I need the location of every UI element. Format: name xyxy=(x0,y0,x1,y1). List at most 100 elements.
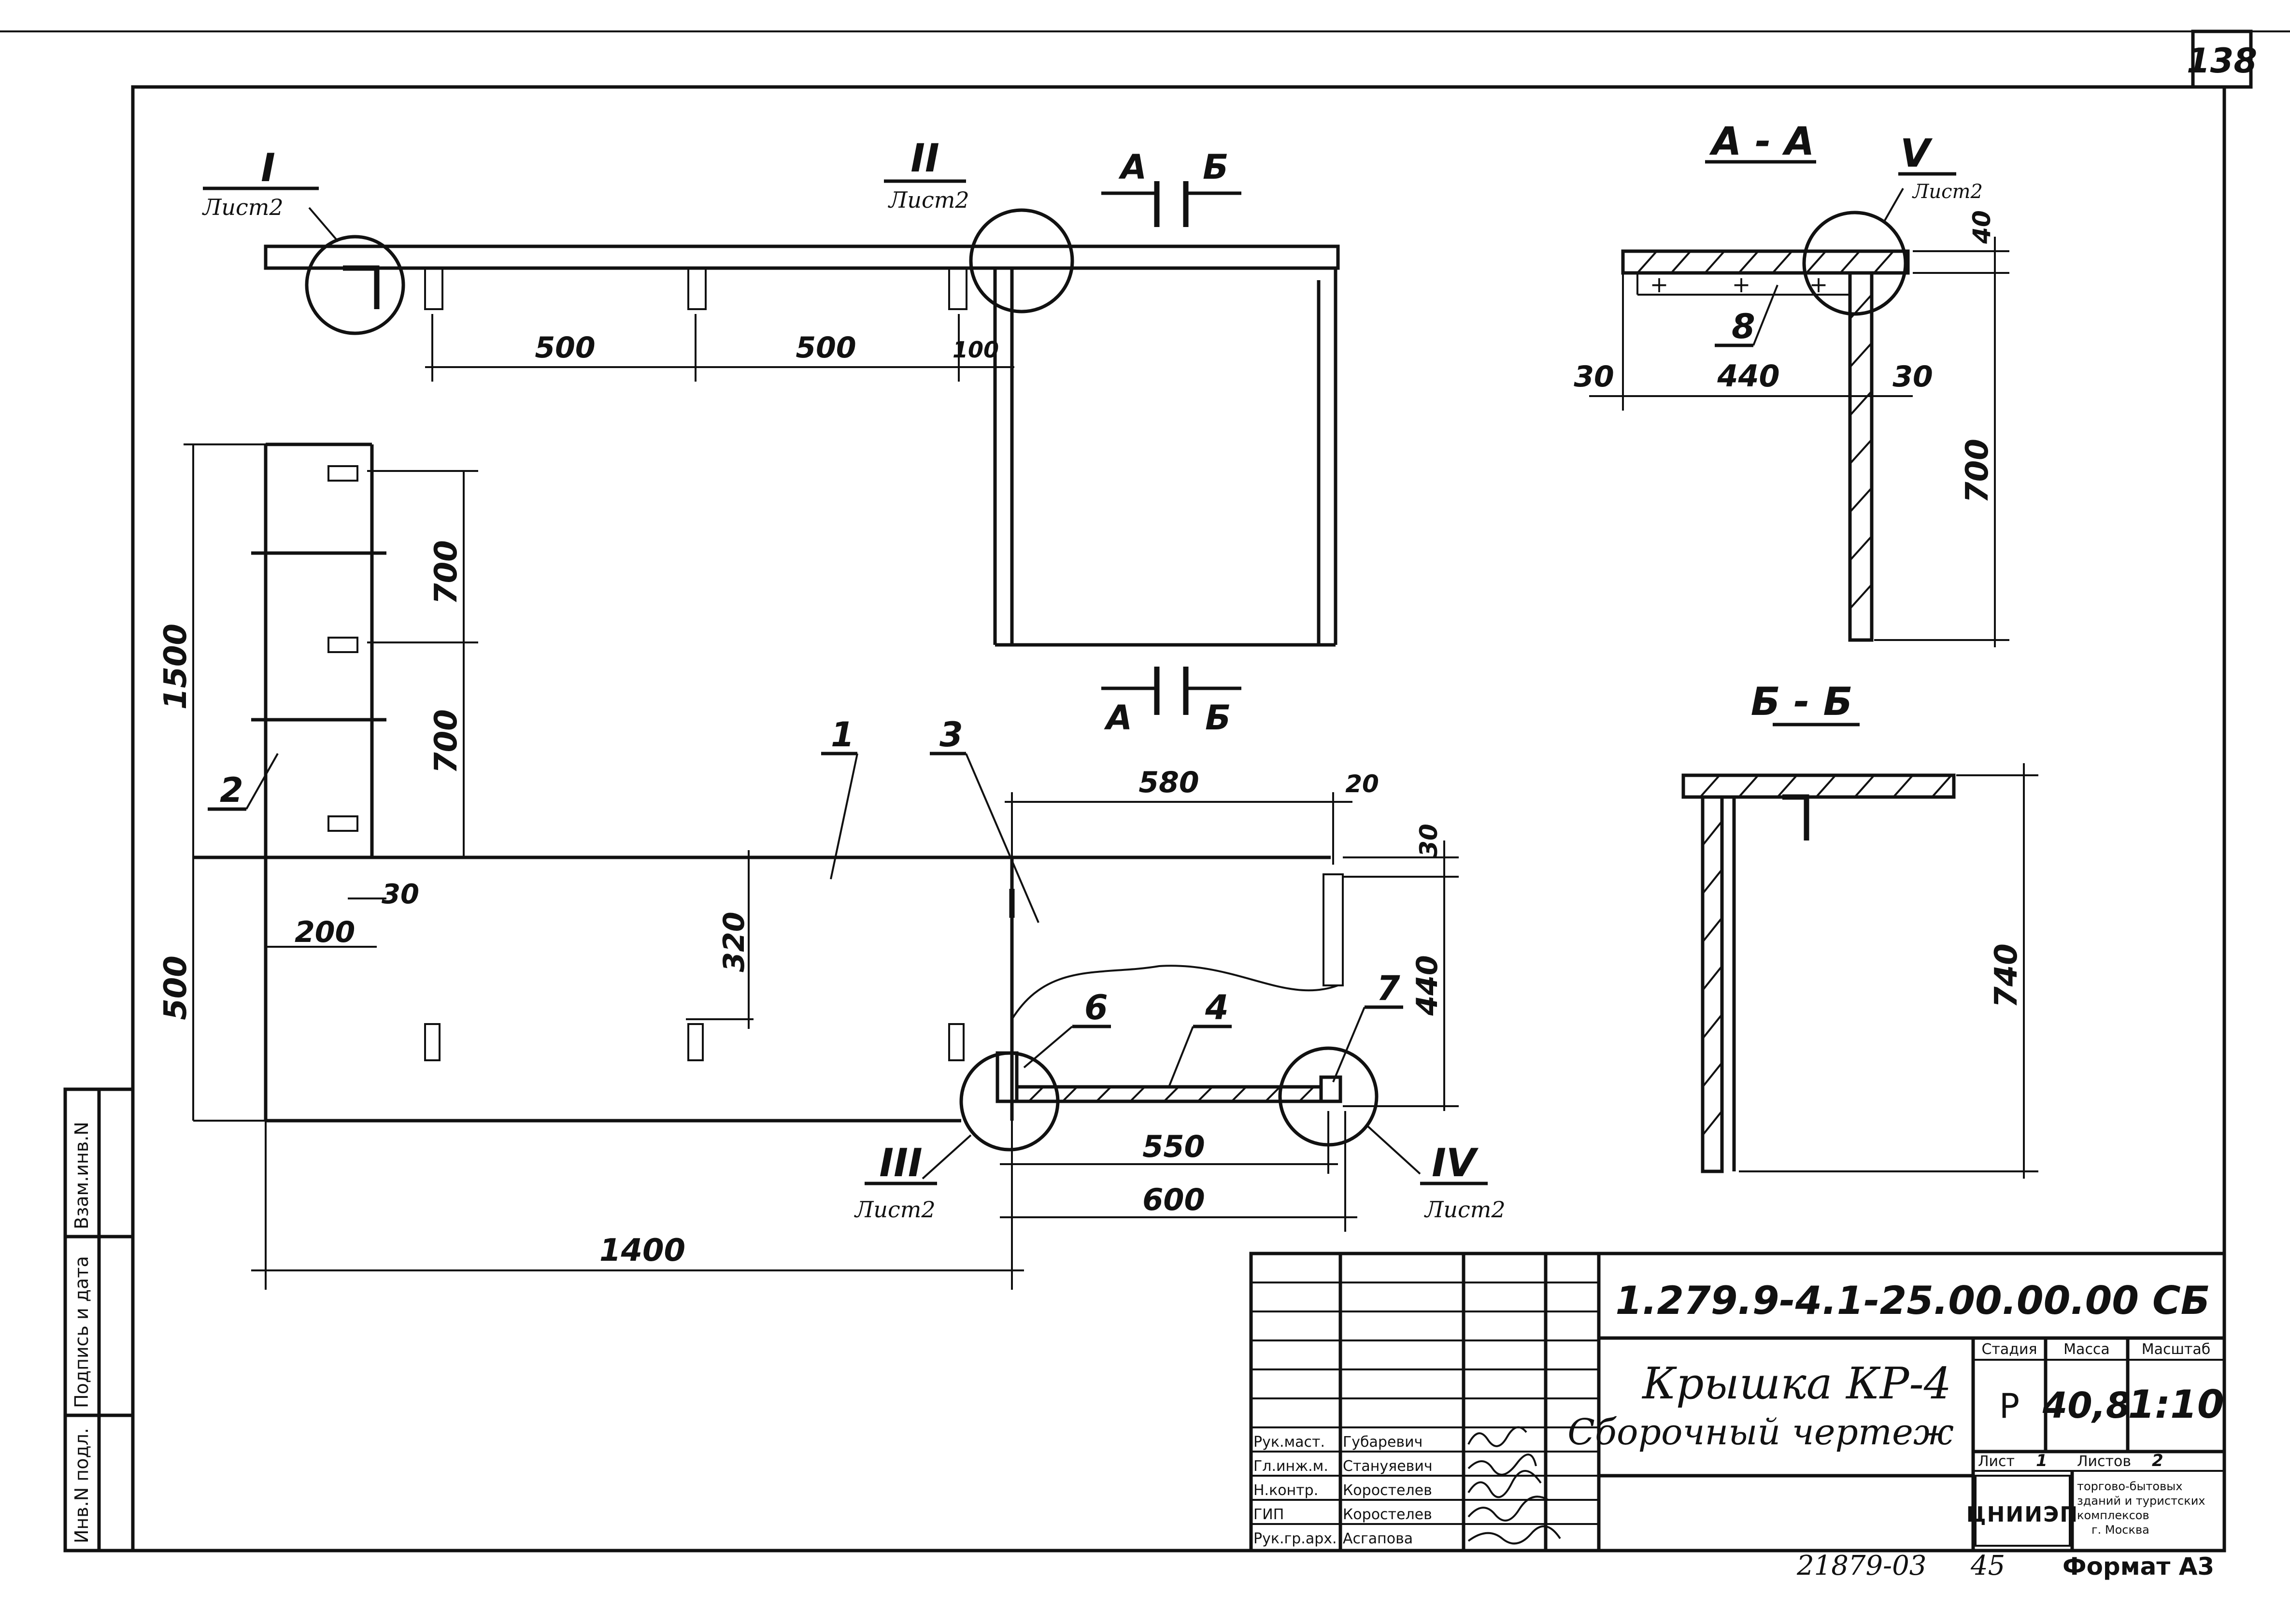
dim-580: 580 xyxy=(1138,766,1199,799)
callout-circle-3 xyxy=(959,1051,1060,1152)
dim-700-a: 700 xyxy=(428,540,464,605)
svg-text:+: + xyxy=(1732,271,1751,298)
dim-1500: 1500 xyxy=(158,624,194,710)
staff-role-3: Н.контр. xyxy=(1253,1482,1318,1499)
signatures xyxy=(1467,1426,1561,1545)
doc-code: 1.279.9-4.1-25.00.00.00 СБ xyxy=(1615,1278,2210,1323)
dim-200: 200 xyxy=(295,915,355,949)
staff-role-2: Гл.инж.м. xyxy=(1253,1458,1328,1475)
mass-value: 40,8 xyxy=(2042,1385,2131,1426)
dim-1400: 1400 xyxy=(599,1233,685,1268)
front-view: 200 30 320 1400 1 3 xyxy=(193,715,1344,1290)
sheets-label: Листов xyxy=(2077,1453,2131,1470)
archive-number: 21879-03 xyxy=(1796,1550,1926,1581)
pos-7: 7 xyxy=(1377,969,1400,1008)
callout-1-sheet: Лист2 xyxy=(202,194,284,220)
dim-aa-30-left: 30 xyxy=(1574,360,1614,394)
dim-aa-440: 440 xyxy=(1717,358,1779,394)
pos-8: 8 xyxy=(1732,307,1755,346)
dim-30-right: 30 xyxy=(1415,824,1443,857)
svg-text:+: + xyxy=(1650,271,1669,298)
org-logo-box xyxy=(1975,1475,2071,1547)
dim-aa-30-right: 30 xyxy=(1892,360,1933,394)
staff-role-5: Рук.гр.арх. xyxy=(1253,1530,1337,1547)
title-line-2: Сборочный чертеж xyxy=(1567,1411,1954,1453)
callout-1-id: I xyxy=(261,145,275,190)
dim-500-a: 500 xyxy=(535,331,595,365)
side-stamp-inv: Инв.N подл. xyxy=(71,1428,92,1543)
dim-aa-40: 40 xyxy=(1968,210,1996,244)
callout-4-id: IV xyxy=(1432,1140,1479,1185)
staff-name-3: Коростелев xyxy=(1343,1482,1432,1499)
staff-role-1: Рук.маст. xyxy=(1253,1434,1325,1451)
dim-500-b: 500 xyxy=(796,331,856,365)
pos-1: 1 xyxy=(831,715,854,755)
dim-20: 20 xyxy=(1345,770,1379,798)
pos-2: 2 xyxy=(220,770,243,810)
callout-2-id: II xyxy=(910,136,939,181)
sheets-value: 2 xyxy=(2152,1451,2163,1470)
stage-header: Стадия xyxy=(1981,1341,2037,1358)
scale-value: 1:10 xyxy=(2128,1382,2224,1427)
section-bb-view: Б - Б 740 xyxy=(1681,679,2038,1179)
svg-text:+: + xyxy=(1809,271,1828,298)
dim-bb-740: 740 xyxy=(1989,943,2024,1008)
section-aa-title: А - А xyxy=(1709,119,1815,164)
dim-550: 550 xyxy=(1142,1129,1205,1164)
org-line-2: зданий и туристских xyxy=(2077,1494,2205,1508)
side-stamp-replace: Взам.инв.N xyxy=(71,1122,92,1229)
section-cut-markers: А Б А Б xyxy=(1101,147,1241,738)
pos-6: 6 xyxy=(1084,988,1108,1027)
side-stamp-sign: Подпись и дата xyxy=(71,1256,92,1408)
callout-5-id: V xyxy=(1900,131,1933,176)
staff-name-4: Коростелев xyxy=(1343,1506,1432,1523)
staff-role-4: ГИП xyxy=(1253,1506,1284,1523)
callout-4-sheet: Лист2 xyxy=(1424,1197,1506,1223)
dim-aa-700: 700 xyxy=(1960,439,1995,503)
bottom-section-detail: 580 20 30 440 550 600 6 4 7 III Лист2 IV… xyxy=(854,766,1506,1232)
callout-3-sheet: Лист2 xyxy=(854,1197,936,1223)
side-strip-view: 1500 500 700 700 2 xyxy=(158,442,478,1121)
callout-circle-2 xyxy=(969,208,1074,313)
title-line-1: Крышка КР-4 xyxy=(1641,1358,1951,1409)
org-line-3: комплексов xyxy=(2077,1509,2149,1522)
drawing-frame xyxy=(131,85,2226,1553)
scale-header: Масштаб xyxy=(2142,1341,2211,1358)
cut-b-bottom: Б xyxy=(1205,698,1231,738)
staff-name-2: Стануяевич xyxy=(1343,1458,1433,1475)
top-view: 500 500 100 xyxy=(264,208,1340,647)
stage-value: Р xyxy=(1999,1386,2020,1426)
callout-2-sheet: Лист2 xyxy=(888,187,969,213)
section-aa-view: А - А + + + V Лист2 40 700 xyxy=(1574,119,2009,647)
mass-header: Масса xyxy=(2063,1341,2110,1358)
org-logo: ЦНИИЭП xyxy=(1966,1502,2078,1527)
callout-3-id: III xyxy=(879,1140,922,1185)
cut-a-bottom: А xyxy=(1104,698,1132,738)
org-line-1: торгово-бытовых xyxy=(2077,1480,2182,1493)
format-label: Формат А3 xyxy=(2062,1553,2214,1581)
title-block: 1.279.9-4.1-25.00.00.00 СБ Крышка КР-4 С… xyxy=(1249,1252,2226,1553)
dim-700-b: 700 xyxy=(428,709,464,774)
dim-320: 320 xyxy=(717,912,751,972)
cut-b-top: Б xyxy=(1203,147,1228,187)
dim-600: 600 xyxy=(1142,1182,1205,1217)
sheet-value: 1 xyxy=(2036,1451,2048,1470)
section-bb-title: Б - Б xyxy=(1751,679,1853,724)
pos-4: 4 xyxy=(1205,988,1229,1027)
copy-number: 45 xyxy=(1970,1550,2005,1581)
staff-name-5: Асгапова xyxy=(1343,1530,1413,1547)
org-line-4: г. Москва xyxy=(2091,1523,2149,1537)
dim-100: 100 xyxy=(953,337,999,363)
callout-circle-5 xyxy=(1802,211,1907,316)
dim-440-right: 440 xyxy=(1410,955,1444,1016)
dim-500-left: 500 xyxy=(158,955,194,1020)
page-number: 138 xyxy=(2187,41,2257,81)
pos-3: 3 xyxy=(939,715,963,755)
cut-a-top: А xyxy=(1118,147,1147,187)
page-number-box xyxy=(2191,29,2253,89)
side-stamp: Инв.N подл. Подпись и дата Взам.инв.N xyxy=(63,1087,135,1553)
dim-30-left: 30 xyxy=(382,879,419,910)
sheet-label: Лист xyxy=(1978,1453,2015,1470)
staff-name-1: Губаревич xyxy=(1343,1434,1422,1451)
